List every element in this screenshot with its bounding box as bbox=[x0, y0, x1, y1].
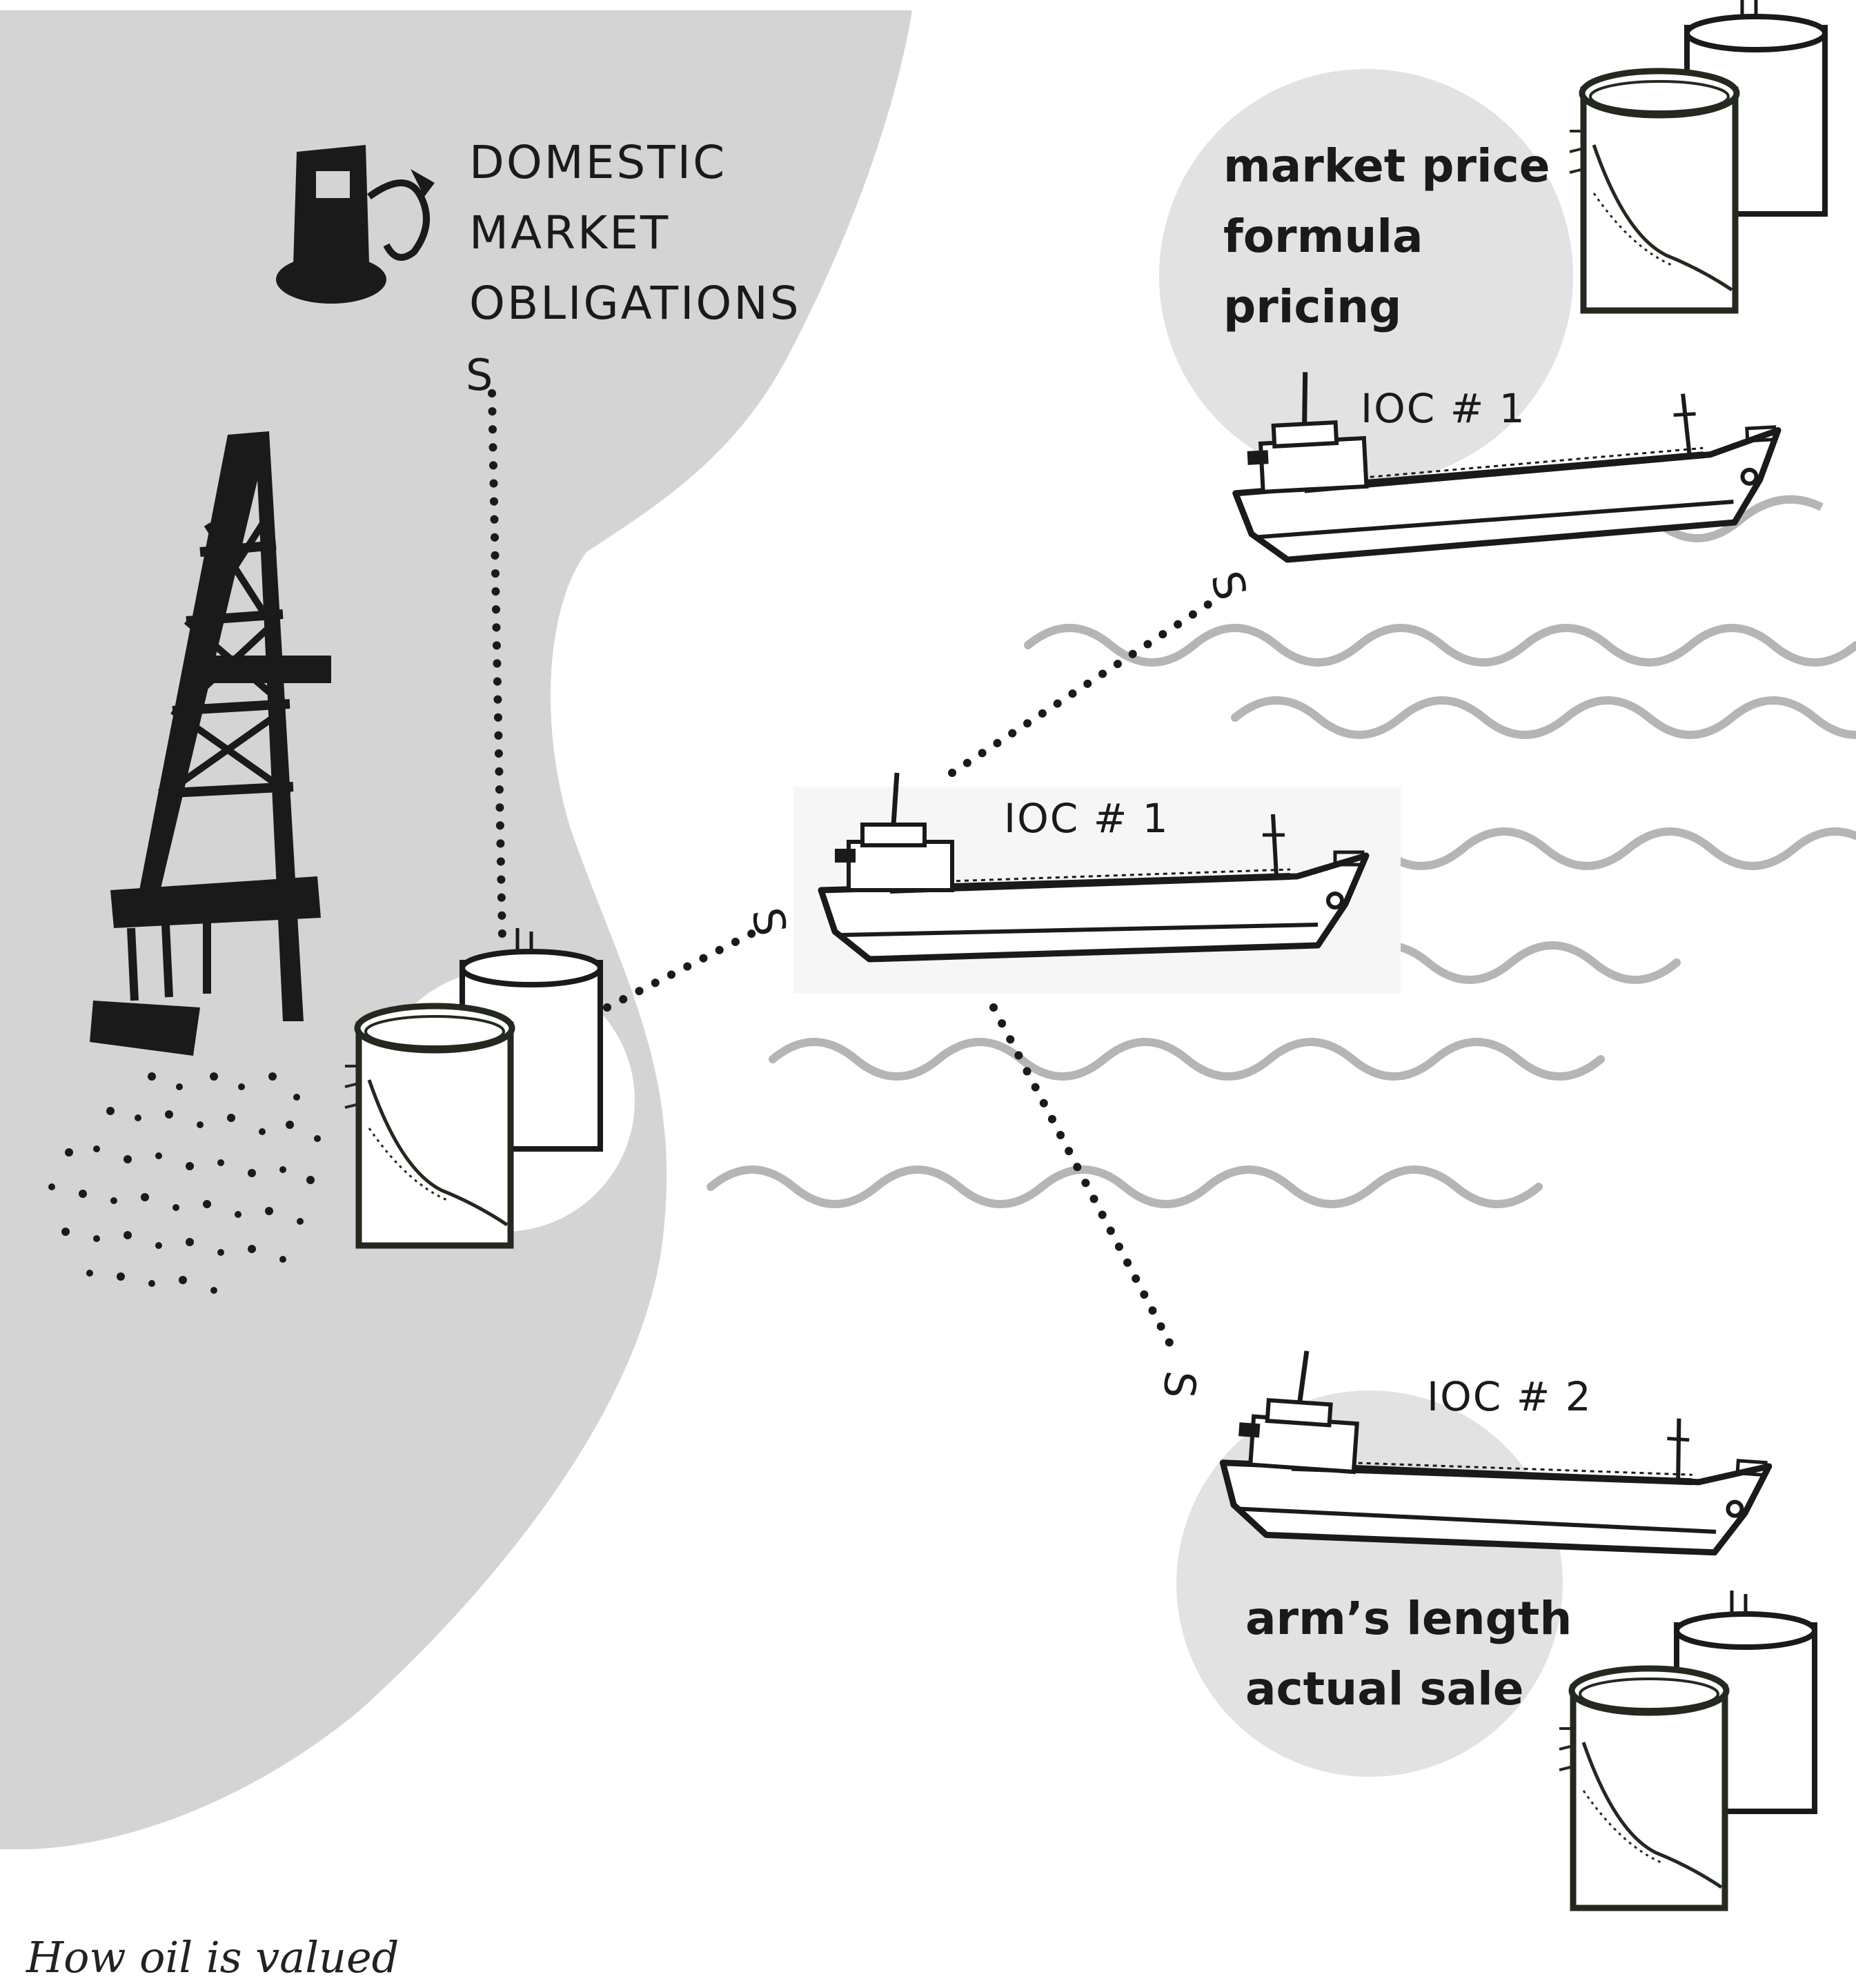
ship-label-middle: IOC # 1 bbox=[1004, 795, 1169, 842]
domestic-line-3: OBLIGATIONS bbox=[469, 277, 801, 330]
pricing-line-3: pricing bbox=[1223, 280, 1402, 333]
arms-length-line-1: arm’s length bbox=[1245, 1592, 1572, 1645]
domestic-line-2: MARKET bbox=[469, 206, 671, 259]
oil-spill-dots bbox=[48, 1072, 321, 1294]
connector-ship-to-ioc2 bbox=[989, 1003, 1181, 1360]
connector-tanks-to-ship bbox=[603, 924, 767, 1012]
storage-tanks-icon-bottom bbox=[1559, 1591, 1815, 1908]
ship-label-top: IOC # 1 bbox=[1361, 385, 1526, 432]
tanker-ship-icon-middle bbox=[793, 773, 1401, 994]
connector-ship-to-ioc1 bbox=[948, 596, 1218, 777]
storage-tanks-icon bbox=[345, 928, 635, 1246]
domestic-market-label: DOMESTIC MARKET OBLIGATIONS bbox=[469, 128, 801, 339]
storage-tanks-icon-top bbox=[1570, 0, 1825, 311]
fuel-pump-icon bbox=[276, 145, 435, 304]
oil-rig-icon bbox=[90, 431, 331, 1056]
arms-length-line-2: actual sale bbox=[1245, 1662, 1524, 1715]
ship-label-bottom: IOC # 2 bbox=[1427, 1373, 1592, 1420]
pricing-line-2: formula bbox=[1223, 210, 1423, 263]
pricing-label: market price formula pricing bbox=[1223, 131, 1550, 342]
figure-caption: How oil is valued bbox=[26, 1932, 399, 1982]
sale-marker-domestic: S bbox=[466, 350, 493, 400]
sale-marker-ioc2: S bbox=[1154, 1369, 1206, 1401]
sale-marker-ioc1: S bbox=[1201, 566, 1257, 605]
arms-length-label: arm’s length actual sale bbox=[1245, 1584, 1572, 1724]
sale-connectors bbox=[488, 389, 1218, 1360]
pricing-line-1: market price bbox=[1223, 139, 1550, 193]
pricing-bubble bbox=[1159, 69, 1573, 483]
connector-domestic bbox=[488, 389, 506, 943]
domestic-line-1: DOMESTIC bbox=[469, 136, 727, 189]
sale-marker-export: S bbox=[742, 904, 796, 939]
